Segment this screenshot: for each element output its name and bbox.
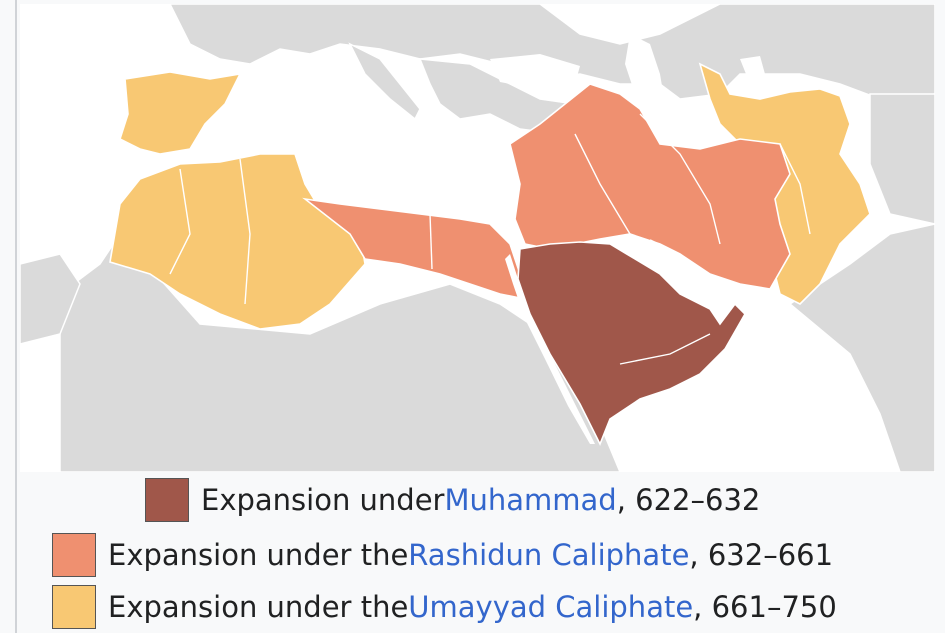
- border-line: [574, 133, 631, 235]
- legend-prefix: Expansion under the: [108, 590, 409, 624]
- sea-black-sea: [490, 54, 580, 89]
- legend-suffix: , 661–750: [693, 590, 837, 624]
- border-line: [239, 158, 251, 305]
- legend-swatch-umayyad: [52, 585, 96, 629]
- rashidun-caliphate-link[interactable]: Rashidun Caliphate: [408, 538, 690, 572]
- border-line: [639, 113, 721, 245]
- legend-prefix: Expansion under: [201, 483, 445, 517]
- border-line: [619, 333, 711, 365]
- left-border-rule: [15, 0, 17, 633]
- legend-suffix: , 632–661: [689, 538, 834, 572]
- internal-borders: [169, 113, 811, 365]
- land-central-asia-east: [869, 93, 935, 225]
- legend-swatch-rashidun: [52, 533, 96, 577]
- map-legend: Expansion under Muhammad, 622–632 Expans…: [0, 474, 945, 633]
- land-india: [788, 223, 935, 472]
- border-line: [779, 143, 811, 235]
- sea-aral: [740, 56, 765, 79]
- sea-persian-gulf: [650, 239, 720, 299]
- border-line: [429, 213, 433, 270]
- land-africa-west: [20, 253, 81, 345]
- land-italy: [348, 42, 421, 121]
- map-image: [20, 4, 935, 472]
- legend-item-rashidun: Expansion under the Rashidun Caliphate, …: [52, 533, 833, 577]
- legend-suffix: , 622–632: [616, 483, 761, 517]
- region-arabia: [517, 241, 746, 446]
- border-line: [169, 168, 191, 275]
- sea-red-sea: [505, 254, 595, 444]
- muhammad-link[interactable]: Muhammad: [444, 483, 617, 517]
- legend-item-muhammad: Expansion under Muhammad, 622–632: [145, 478, 760, 522]
- legend-item-umayyad: Expansion under the Umayyad Caliphate, 6…: [52, 585, 837, 629]
- umayyad-regions: [109, 62, 871, 330]
- land-layer: [20, 4, 935, 472]
- sea-caspian: [625, 34, 665, 114]
- region-iberia: [119, 71, 242, 155]
- sea-layer: [490, 34, 765, 444]
- muhammad-regions: [517, 241, 746, 446]
- legend-prefix: Expansion under the: [108, 538, 409, 572]
- expansion-map: [20, 4, 935, 472]
- umayyad-caliphate-link[interactable]: Umayyad Caliphate: [408, 590, 694, 624]
- legend-swatch-muhammad: [145, 478, 189, 522]
